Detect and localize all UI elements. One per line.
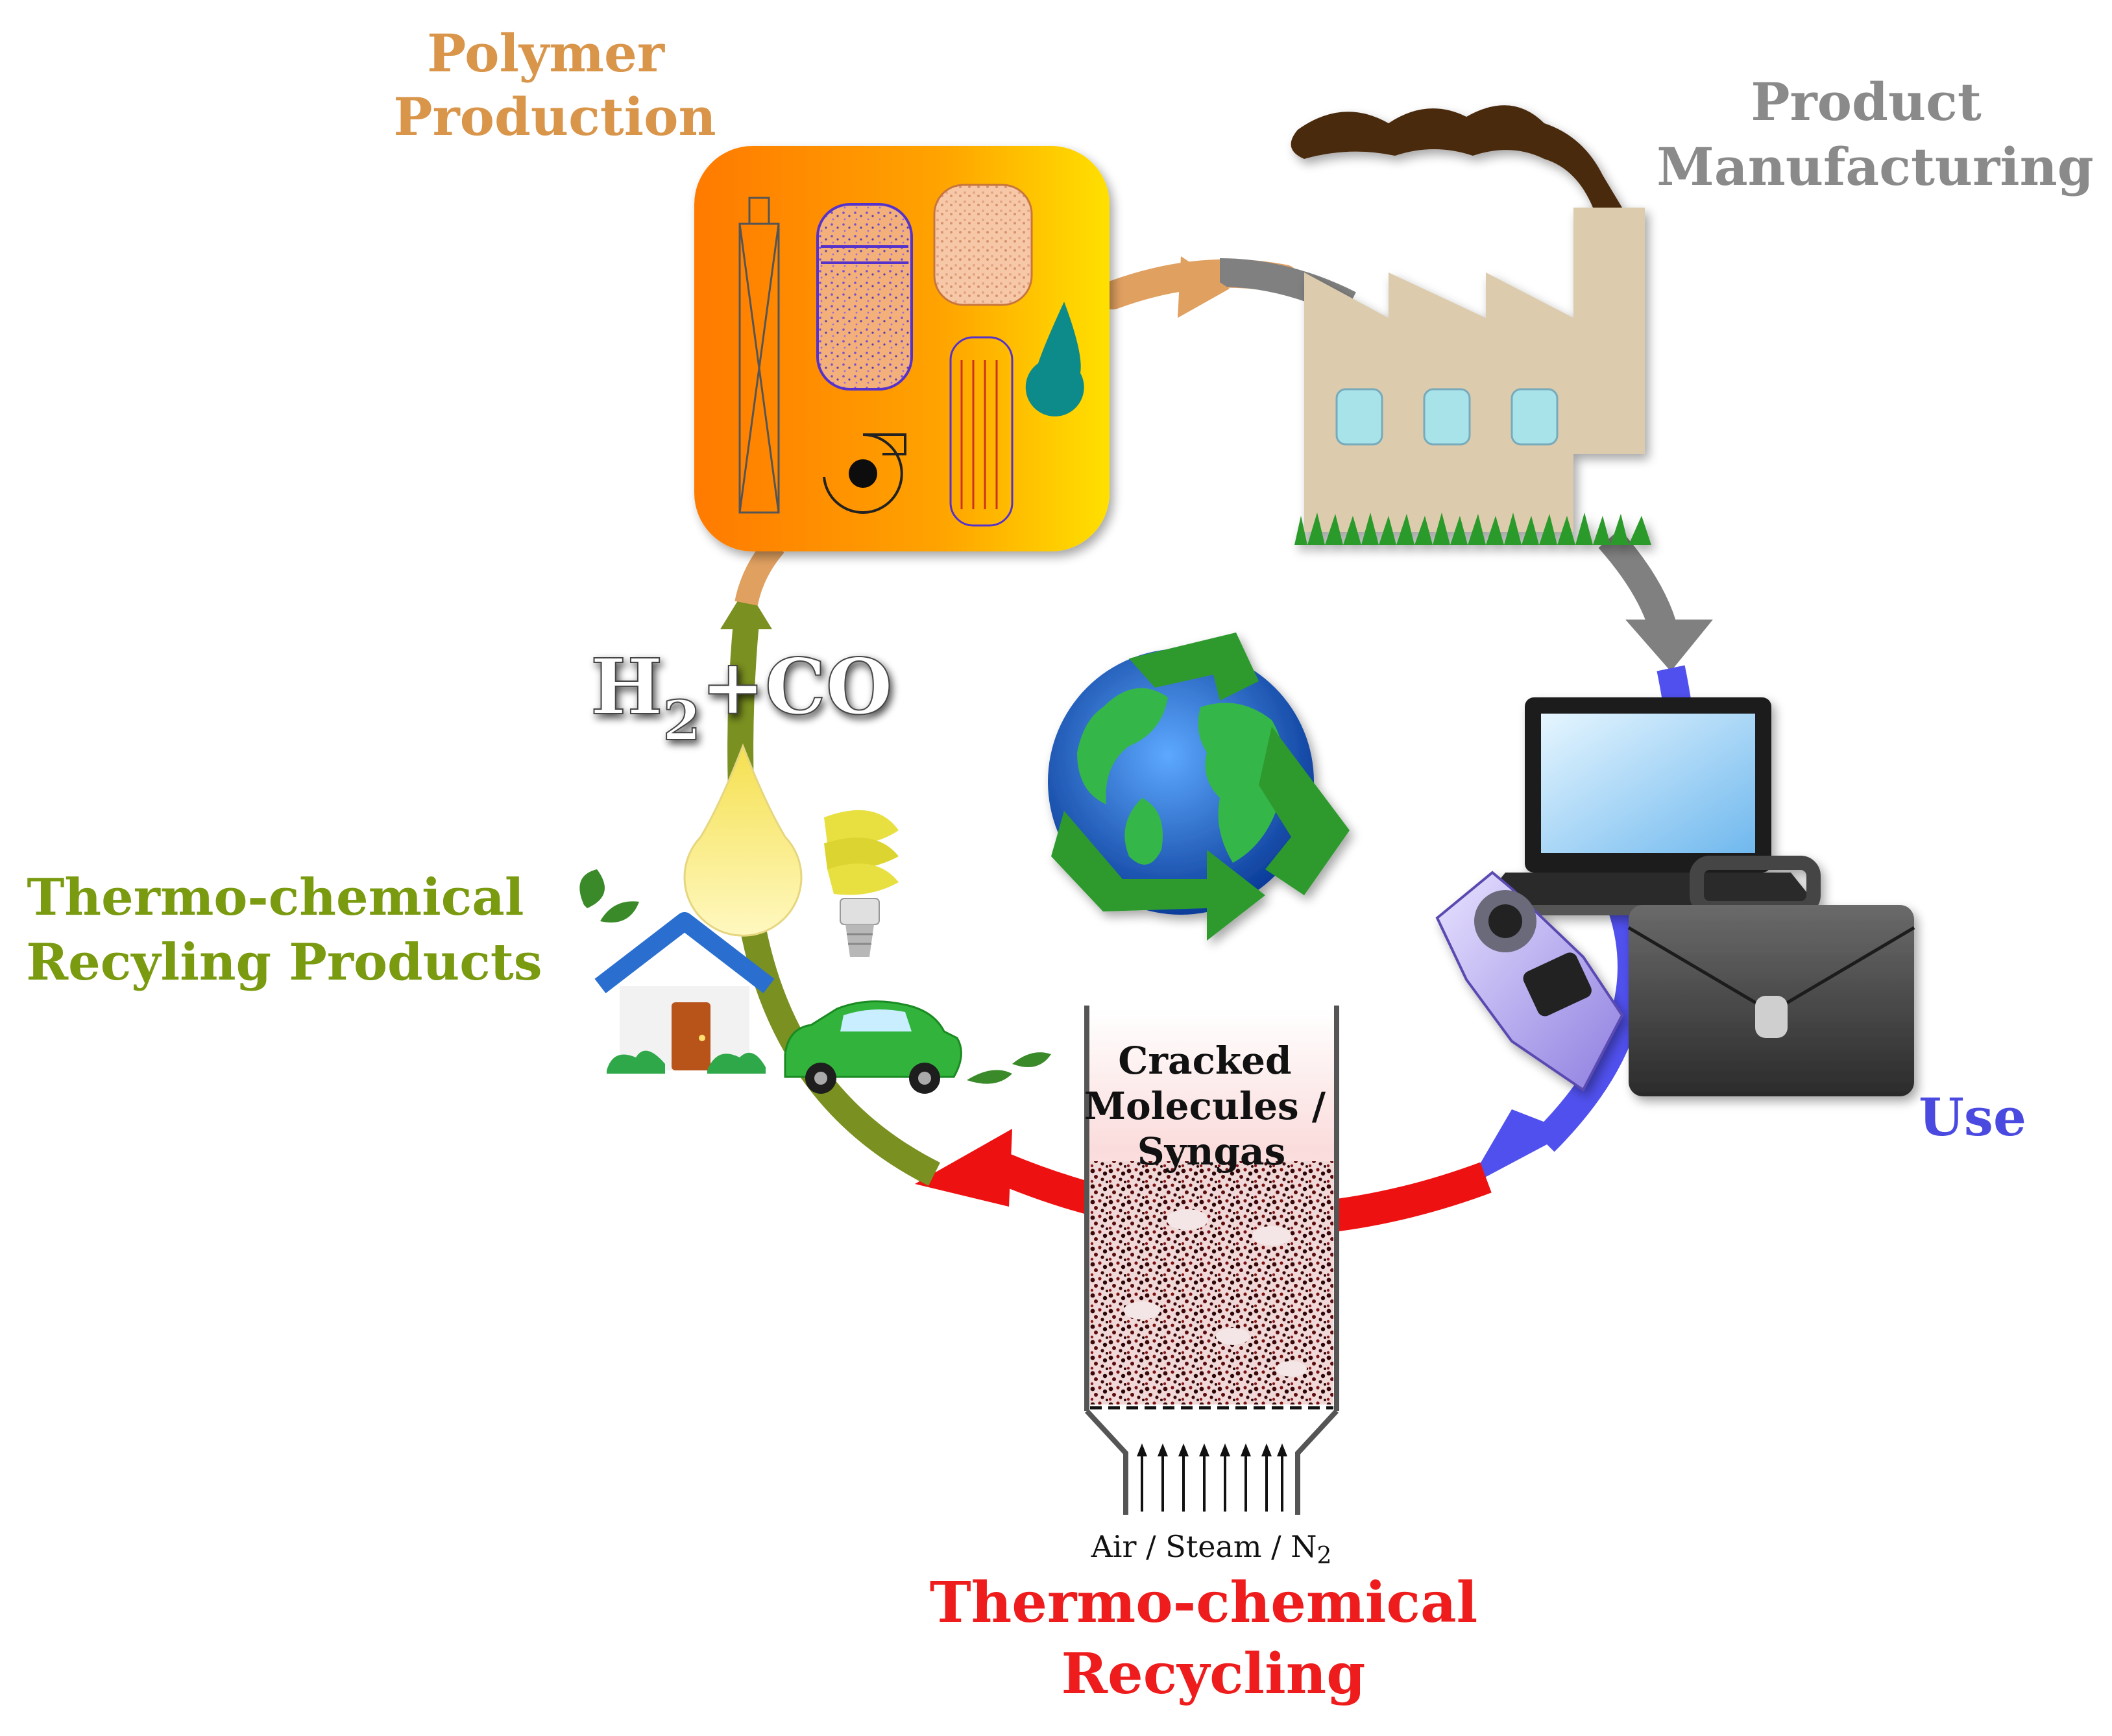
label-reactor-feed: Air / Steam / N2 bbox=[1091, 1529, 1332, 1569]
recycle-globe-icon bbox=[1048, 633, 1350, 941]
label-polymer-production: Polymer Production bbox=[393, 23, 716, 147]
label-thermo-chemical-recycling: Thermo-chemical Recycling bbox=[930, 1570, 1498, 1707]
reactor-icon bbox=[1084, 1006, 1339, 1515]
use-devices bbox=[1435, 697, 1915, 1096]
polymer-plant-icon bbox=[694, 146, 1110, 551]
lightbulb-icon bbox=[824, 810, 899, 957]
recycling-products bbox=[579, 743, 1051, 1094]
house-icon bbox=[579, 869, 775, 1074]
label-reactor-zone: Cracked Molecules / Syngas bbox=[1084, 1039, 1339, 1174]
leaf-icon bbox=[579, 869, 605, 908]
label-use: Use bbox=[1919, 1087, 2026, 1148]
label-thermo-chemical-recycling-products: Thermo-chemical Recyling Products bbox=[26, 868, 542, 992]
camera-phone-icon bbox=[1435, 871, 1624, 1092]
laptop-icon bbox=[1476, 697, 1820, 915]
label-product-manufacturing: Product Manufacturing bbox=[1657, 71, 2093, 197]
label-syngas-formula: H2+CO bbox=[590, 642, 893, 753]
briefcase-icon bbox=[1627, 856, 1915, 1096]
factory-icon bbox=[1291, 105, 1651, 545]
car-icon bbox=[784, 1000, 1051, 1094]
oil-drop-icon bbox=[683, 743, 803, 937]
smoke-icon bbox=[1291, 105, 1622, 208]
